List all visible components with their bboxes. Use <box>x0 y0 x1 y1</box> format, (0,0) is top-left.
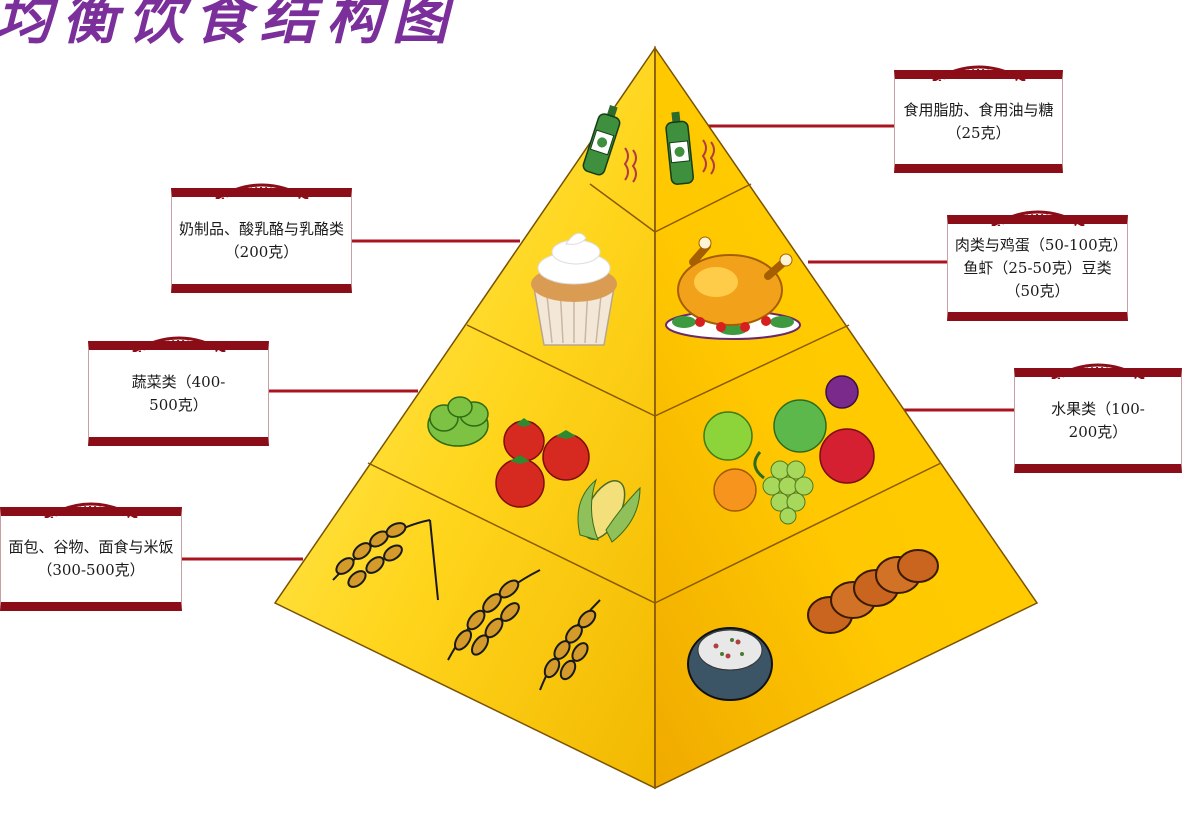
fruits-icon <box>703 375 875 525</box>
label-fruits-text: 水果类（100-200克） <box>1051 399 1145 441</box>
wheat-icon <box>332 519 601 691</box>
label-box-grains: 面包、谷物、面食与米饭（300-500克） <box>0 502 182 611</box>
label-box-dairy: 奶制品、酸乳酪与乳酪类（200克） <box>171 183 352 293</box>
label-fats-text: 食用脂肪、食用油与糖（25克） <box>903 100 1054 142</box>
page-title: 均衡饮食结构图 <box>0 0 458 52</box>
bread-icon <box>807 549 939 634</box>
rice-bowl-icon <box>687 627 773 701</box>
cupcake-icon <box>531 232 617 346</box>
label-vegetables-text: 蔬菜类（400-500克） <box>131 372 226 414</box>
arch-ornament-icon <box>131 336 226 352</box>
label-box-fruits: 水果类（100-200克） <box>1014 363 1182 473</box>
label-box-vegetables: 蔬菜类（400-500克） <box>88 336 269 446</box>
label-box-fats: 食用脂肪、食用油与糖（25克） <box>894 65 1063 173</box>
label-dairy-text: 奶制品、酸乳酪与乳酪类（200克） <box>178 219 344 261</box>
arch-ornament-icon <box>931 65 1026 81</box>
label-grains-text: 面包、谷物、面食与米饭（300-500克） <box>8 538 174 579</box>
roast-chicken-icon <box>665 236 801 340</box>
arch-ornament-icon <box>990 210 1085 226</box>
arch-ornament-icon <box>1051 363 1145 379</box>
connector-lines <box>181 124 1015 561</box>
label-box-meat: 肉类与鸡蛋（50-100克）鱼虾（25-50克）豆类（50克） <box>947 210 1128 321</box>
vegetables-icon <box>427 396 641 543</box>
label-meat-text: 肉类与鸡蛋（50-100克）鱼虾（25-50克）豆类（50克） <box>954 235 1121 300</box>
arch-ornament-icon <box>44 502 138 518</box>
arch-ornament-icon <box>214 183 309 199</box>
corn-icon <box>577 478 641 543</box>
oil-bottles-icon <box>582 105 715 185</box>
